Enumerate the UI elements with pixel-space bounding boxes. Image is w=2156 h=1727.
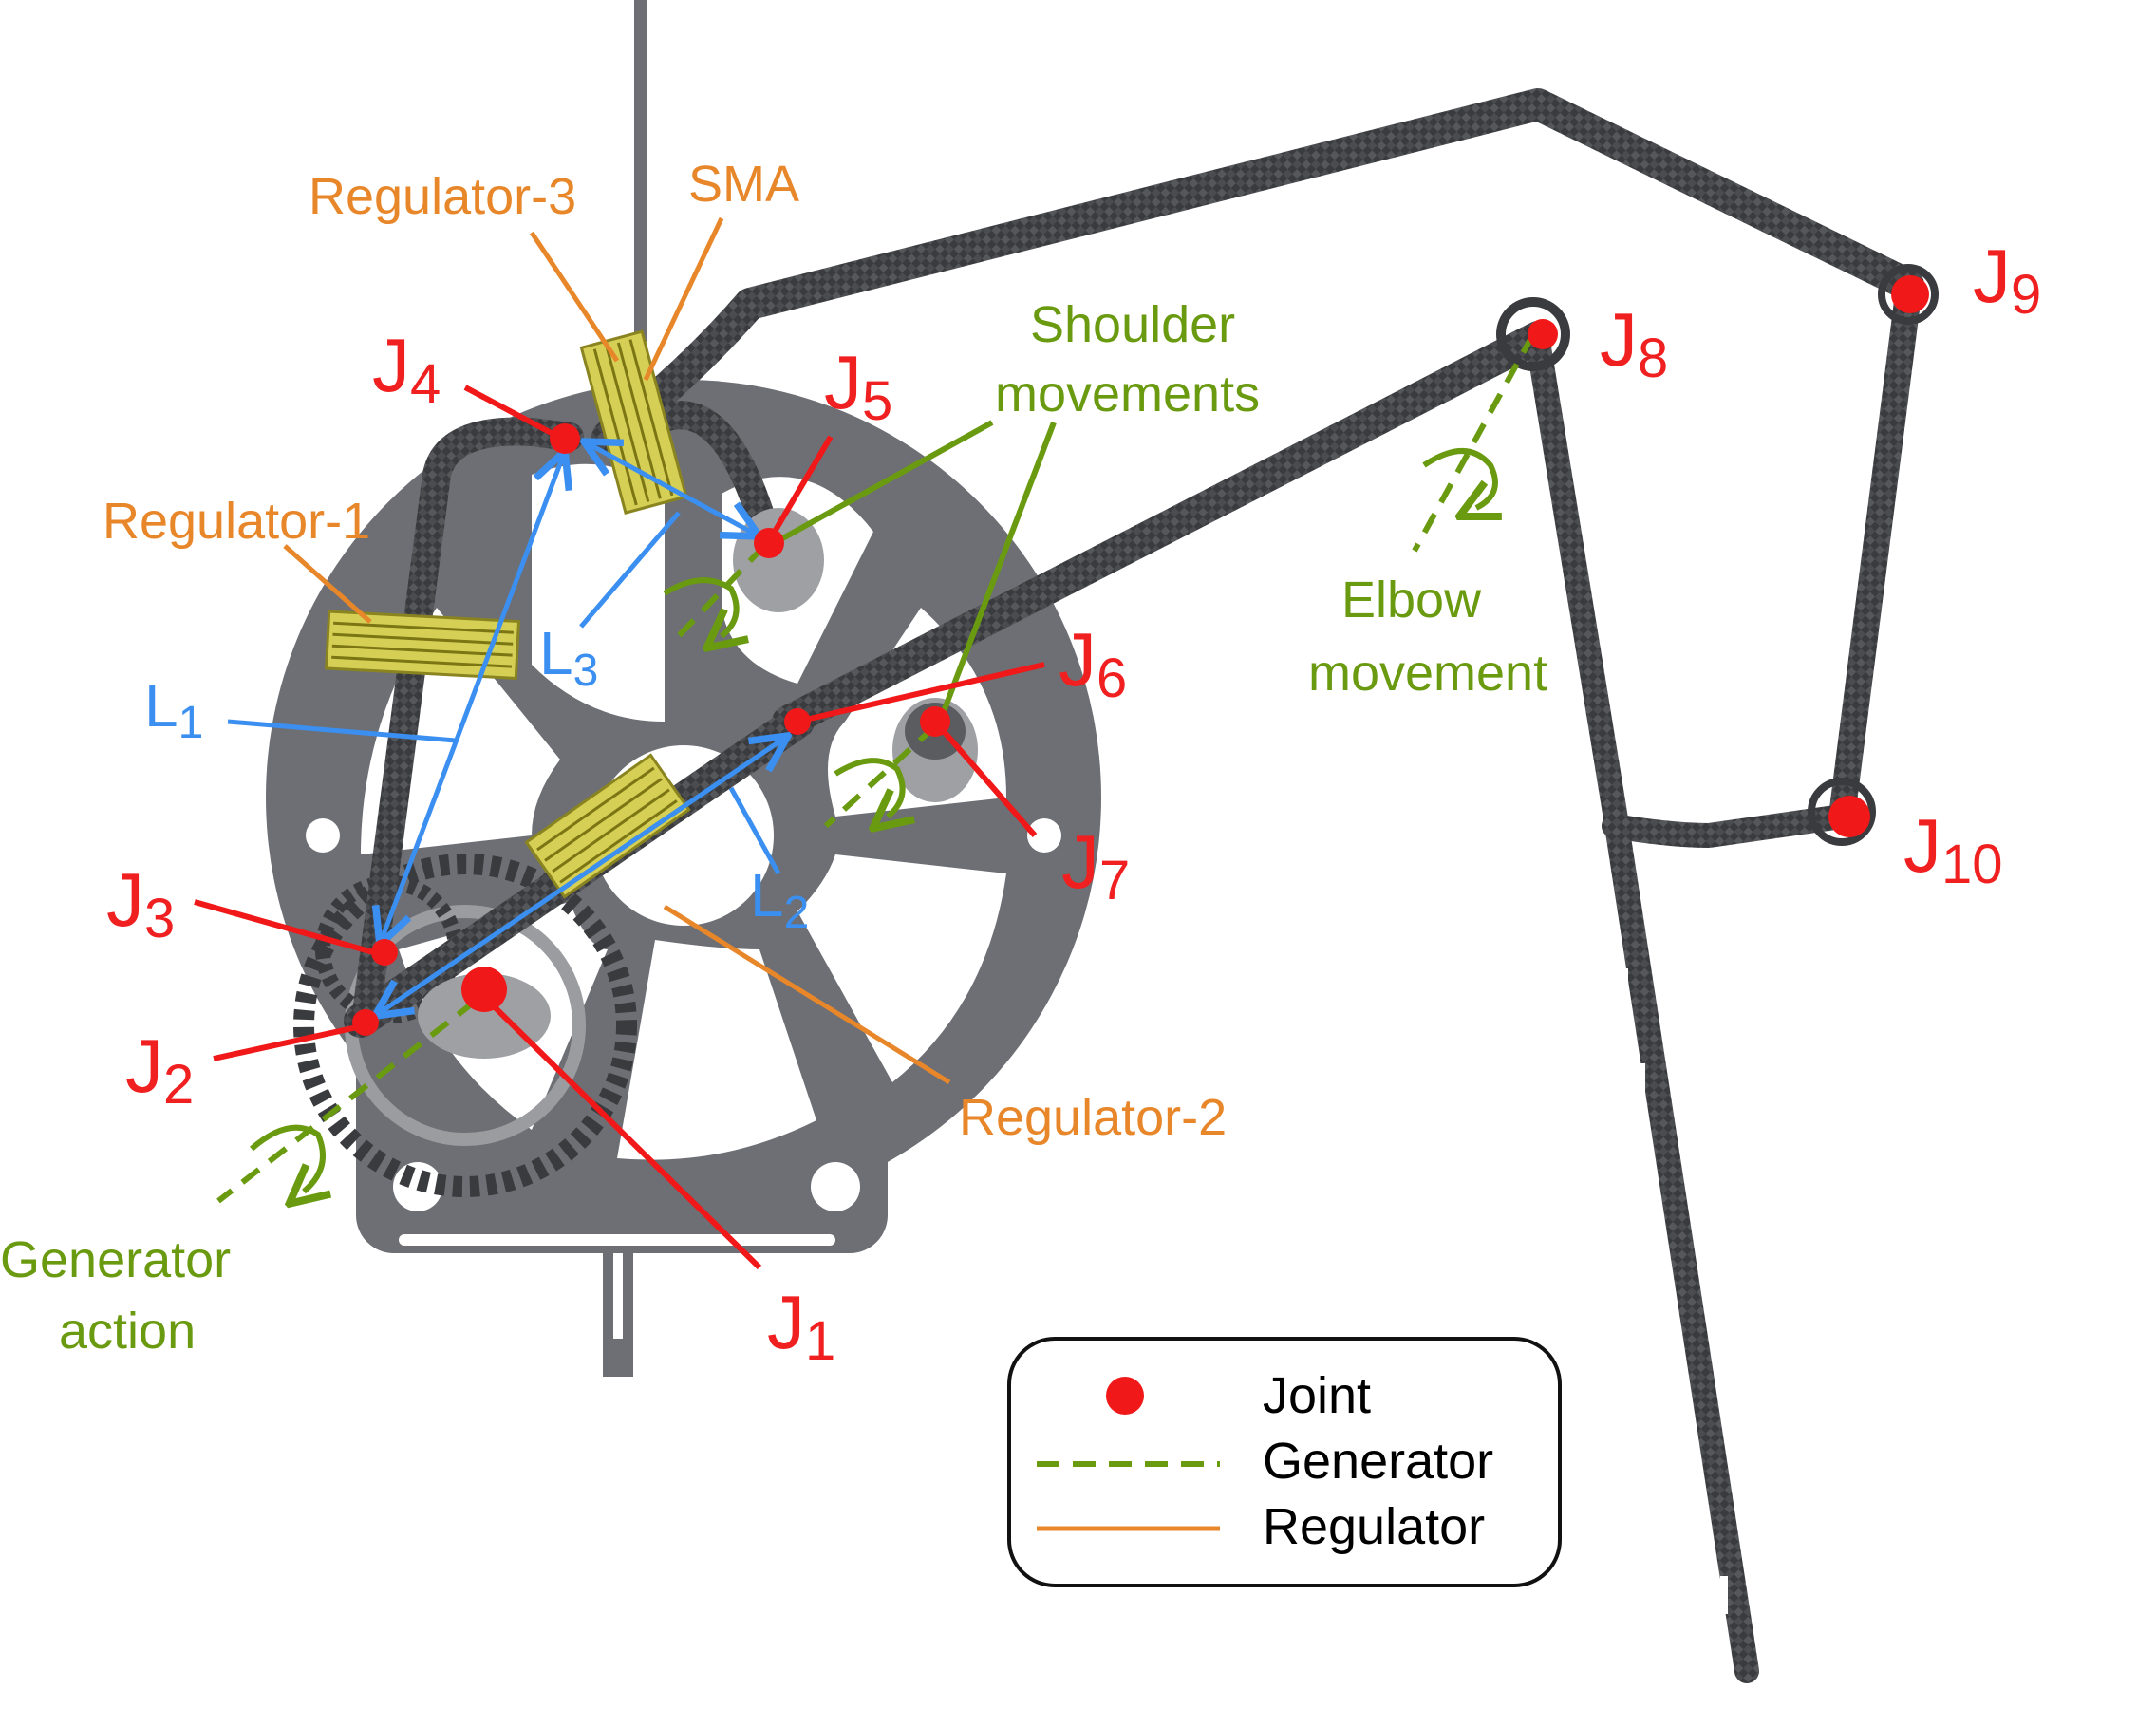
legend-box bbox=[1007, 1337, 1562, 1587]
label-regulator-1: Regulator-1 bbox=[103, 493, 370, 550]
length-l3-arrow bbox=[584, 441, 759, 536]
joint-j1-dot bbox=[461, 967, 507, 1012]
rotation-arrow-j8 bbox=[1422, 448, 1495, 508]
length-arrows bbox=[227, 441, 788, 1016]
joint-dots bbox=[352, 275, 1929, 1036]
leader-regulator-2 bbox=[663, 904, 951, 1085]
joint-leaders bbox=[194, 385, 1045, 1270]
label-sma: SMA bbox=[688, 156, 799, 213]
legend-generator-label: Generator bbox=[1263, 1433, 1493, 1490]
leader-shoulder-a bbox=[767, 420, 994, 549]
label-generator-line2: action bbox=[59, 1303, 196, 1360]
generator-axis-j1 bbox=[216, 999, 477, 1204]
leader-regulator-1 bbox=[283, 544, 372, 624]
label-j10: J10 bbox=[1903, 803, 2003, 895]
rotation-arrow-j1 bbox=[250, 1124, 323, 1192]
leader-l2 bbox=[728, 786, 781, 875]
label-l3: L3 bbox=[539, 619, 598, 696]
regulator-leaders bbox=[283, 216, 951, 1085]
legend-joint-label: Joint bbox=[1263, 1367, 1371, 1424]
generator-axis-j7 bbox=[823, 723, 938, 829]
leader-l3 bbox=[579, 511, 681, 629]
length-l2-arrow bbox=[375, 736, 788, 1016]
legend-regulator-label: Regulator bbox=[1263, 1498, 1485, 1555]
text-labels: Regulator-3 SMA Regulator-1 Regulator-2 … bbox=[0, 156, 2041, 1372]
leader-j5 bbox=[766, 435, 834, 543]
rotation-arrow-j7 bbox=[834, 758, 903, 817]
mounting-rod bbox=[634, 0, 647, 342]
leader-regulator-3 bbox=[529, 231, 620, 363]
label-j4: J4 bbox=[372, 323, 441, 415]
label-elbow-line2: movement bbox=[1308, 645, 1547, 702]
joint-j10-dot bbox=[1828, 796, 1870, 837]
label-shoulder-line2: movements bbox=[995, 366, 1260, 422]
leader-sma bbox=[643, 216, 724, 382]
generator-axis-j8 bbox=[1412, 332, 1536, 553]
label-j2: J2 bbox=[125, 1023, 194, 1116]
leader-j1 bbox=[481, 994, 762, 1270]
label-j1: J1 bbox=[767, 1280, 835, 1372]
leader-shoulder-b bbox=[937, 421, 1057, 723]
leader-j2 bbox=[213, 1023, 366, 1061]
joint-housings bbox=[418, 264, 1939, 1059]
leader-j6 bbox=[797, 662, 1045, 724]
label-j9: J9 bbox=[1973, 234, 2041, 326]
generator-axis-j5 bbox=[671, 543, 767, 644]
joint-j7-dot bbox=[920, 706, 950, 737]
joint-j3-dot bbox=[371, 939, 398, 966]
label-shoulder-line1: Shoulder bbox=[1030, 296, 1235, 353]
label-j8: J8 bbox=[1600, 297, 1668, 389]
label-j3: J3 bbox=[106, 857, 175, 949]
label-regulator-2: Regulator-2 bbox=[959, 1089, 1227, 1146]
leader-j7 bbox=[932, 720, 1038, 837]
label-j7: J7 bbox=[1061, 819, 1130, 911]
joint-j5-dot bbox=[754, 528, 784, 558]
label-l1: L1 bbox=[144, 671, 203, 748]
label-j6: J6 bbox=[1059, 617, 1127, 709]
label-j5: J5 bbox=[824, 340, 892, 432]
leader-j4 bbox=[463, 385, 564, 441]
joint-j9-dot bbox=[1891, 275, 1929, 313]
joint-j4-dot bbox=[550, 423, 580, 454]
generator-axes bbox=[216, 332, 1536, 1204]
label-generator-line1: Generator bbox=[0, 1231, 231, 1288]
legend: Joint Generator Regulator bbox=[1007, 1337, 1562, 1587]
label-l2: L2 bbox=[750, 861, 809, 938]
legend-joint-icon bbox=[1106, 1377, 1144, 1415]
joint-j8-dot bbox=[1528, 319, 1558, 349]
joint-j6-dot bbox=[784, 708, 811, 735]
label-elbow-line1: Elbow bbox=[1341, 572, 1482, 629]
leader-l1 bbox=[227, 719, 457, 743]
joint-j2-dot bbox=[352, 1009, 379, 1036]
label-regulator-3: Regulator-3 bbox=[309, 168, 576, 225]
leader-j3 bbox=[194, 899, 381, 957]
rotation-arrow-j5 bbox=[663, 577, 737, 636]
